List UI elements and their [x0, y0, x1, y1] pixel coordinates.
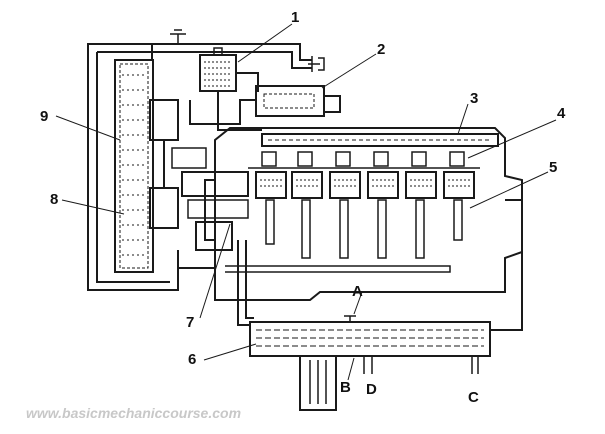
radiator [114, 59, 154, 273]
coolant-gallery-3 [261, 133, 499, 147]
callout-9: 9 [40, 108, 48, 125]
callout-a: A [352, 283, 363, 300]
cylinder-row [248, 151, 480, 259]
expansion-tank [199, 47, 262, 131]
callout-4: 4 [557, 105, 566, 122]
callout-b: B [340, 379, 351, 396]
leader-lines [55, 23, 557, 381]
water-pump-assembly [149, 99, 249, 269]
callout-1: 1 [291, 9, 299, 26]
heat-exchanger-2 [189, 85, 341, 125]
callout-8: 8 [50, 191, 58, 208]
cylinder-5 [405, 151, 437, 259]
engine-block [204, 127, 523, 301]
cylinder-2 [291, 151, 323, 259]
callout-c: C [468, 389, 479, 406]
callout-5: 5 [549, 159, 557, 176]
cylinder-6 [443, 151, 475, 241]
watermark: www.basicmechaniccourse.com [26, 405, 241, 421]
oil-cooler-6 [249, 315, 491, 411]
lower-coolant-pipes [237, 199, 523, 331]
callout-d: D [366, 381, 377, 398]
cylinder-4 [367, 151, 399, 259]
callout-3: 3 [470, 90, 478, 107]
cylinder-3 [329, 151, 361, 259]
callout-6: 6 [188, 351, 196, 368]
callout-2: 2 [377, 41, 385, 58]
top-valve [170, 29, 325, 72]
cylinder-1 [255, 151, 287, 245]
callout-7: 7 [186, 314, 194, 331]
